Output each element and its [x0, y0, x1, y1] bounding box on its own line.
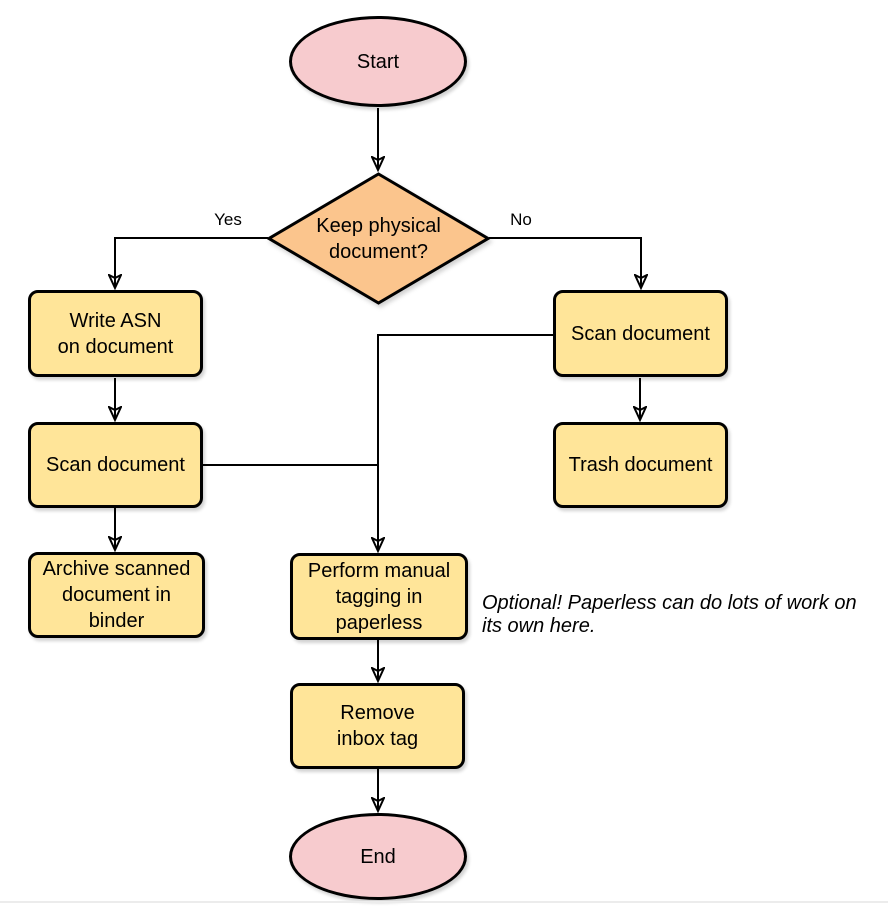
- node-scan-document-left: Scan document: [28, 422, 203, 508]
- node-scan-left-label: Scan document: [46, 454, 185, 476]
- edge-scanright-to-tagging: [378, 334, 553, 551]
- diamond-shape: [267, 172, 490, 305]
- node-archive-label: Archive scanned document in binder: [42, 558, 191, 632]
- node-trash-label: Trash document: [568, 454, 713, 476]
- annotation-optional-note: Optional! Paperless can do lots of work …: [482, 592, 857, 637]
- node-remove-inbox-tag: Remove inbox tag: [290, 683, 465, 769]
- edge-label-no: No: [510, 210, 532, 229]
- node-decision-label: Keep physical document?: [316, 214, 441, 263]
- edge-decision-no: [489, 237, 641, 288]
- node-write-asn-label: Write ASN on document: [57, 309, 174, 358]
- node-start: Start: [289, 16, 467, 107]
- node-write-asn-on-document: Write ASN on document: [28, 290, 203, 377]
- node-end-label: End: [360, 845, 396, 868]
- node-trash-document: Trash document: [553, 422, 728, 508]
- node-end: End: [289, 813, 467, 900]
- node-decision-keep-physical-document: Keep physical document?: [267, 172, 490, 305]
- node-tagging-label: Perform manual tagging in paperless: [307, 559, 451, 634]
- page-bottom-border: [0, 901, 888, 903]
- edge-decision-yes: [115, 237, 268, 288]
- edge-label-yes: Yes: [214, 210, 242, 229]
- node-scan-document-right: Scan document: [553, 290, 728, 377]
- node-archive-scanned-document: Archive scanned document in binder: [28, 552, 205, 638]
- node-remove-label: Remove inbox tag: [336, 702, 419, 750]
- node-perform-manual-tagging: Perform manual tagging in paperless: [290, 553, 468, 640]
- node-start-label: Start: [356, 50, 400, 73]
- node-scan-right-label: Scan document: [571, 322, 710, 345]
